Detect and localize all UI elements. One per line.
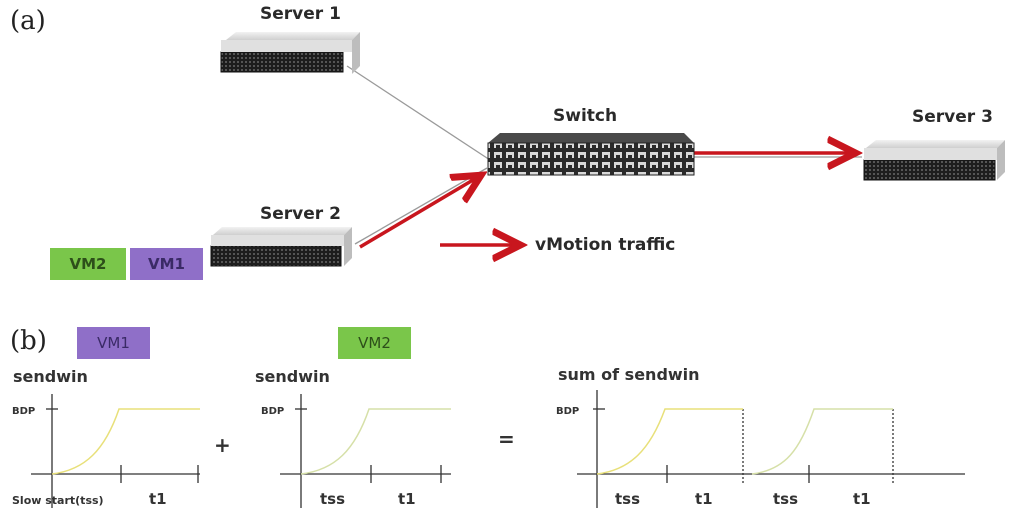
- panel-a-label: (a): [10, 6, 46, 36]
- vm1-box: VM1: [130, 248, 203, 280]
- plot1-xlabel-tss: Slow start(tss): [12, 494, 104, 507]
- plot2-bdp-label: BDP: [261, 406, 284, 417]
- plot2-xlabel-t1: t1: [398, 490, 416, 508]
- vm2-badge: VM2: [338, 327, 411, 359]
- server2-label: Server 2: [260, 204, 341, 224]
- plot1-xlabel-t1: t1: [149, 490, 167, 508]
- plot2-xlabel-tss: tss: [320, 490, 345, 508]
- plot3-title: sum of sendwin: [558, 365, 700, 384]
- vm1-badge: VM1: [77, 327, 150, 359]
- plot2-curve-vm2: [300, 408, 451, 475]
- plot1-curve-vm1: [51, 408, 200, 475]
- plot3-xlabel-tss-2: tss: [773, 490, 798, 508]
- plot3-curve-vm2: [751, 408, 893, 475]
- traffic-arrow-server2-switch: [359, 177, 478, 249]
- plot1-bdp-label: BDP: [12, 406, 35, 417]
- plus-sign: +: [214, 433, 231, 457]
- vm2-box: VM2: [50, 248, 126, 280]
- plot3-xlabel-t1-2: t1: [853, 490, 871, 508]
- server3-label: Server 3: [912, 107, 993, 127]
- plot3-curve-vm1: [596, 408, 743, 475]
- legend-label: vMotion traffic: [535, 235, 676, 255]
- switch-icon: [487, 133, 695, 176]
- equals-sign: =: [498, 427, 515, 451]
- sendwin-plots: BDP BDP BDP Slow start(tss) t1 tss t1 ts…: [12, 390, 965, 508]
- server1-icon: [220, 32, 360, 74]
- plot1-title: sendwin: [13, 367, 88, 386]
- panel-b-label: (b): [10, 326, 47, 356]
- plot2-title: sendwin: [255, 367, 330, 386]
- plot3-xlabel-tss-1: tss: [615, 490, 640, 508]
- server2-icon: [210, 227, 352, 267]
- network-diagram: [210, 32, 1005, 267]
- plot3-bdp-label: BDP: [556, 406, 579, 417]
- link-server1-switch: [346, 65, 491, 161]
- plot3-xlabel-t1-1: t1: [695, 490, 713, 508]
- server3-icon: [863, 140, 1005, 181]
- server1-label: Server 1: [260, 4, 341, 24]
- switch-label: Switch: [553, 106, 618, 126]
- link-server2-switch: [354, 167, 488, 245]
